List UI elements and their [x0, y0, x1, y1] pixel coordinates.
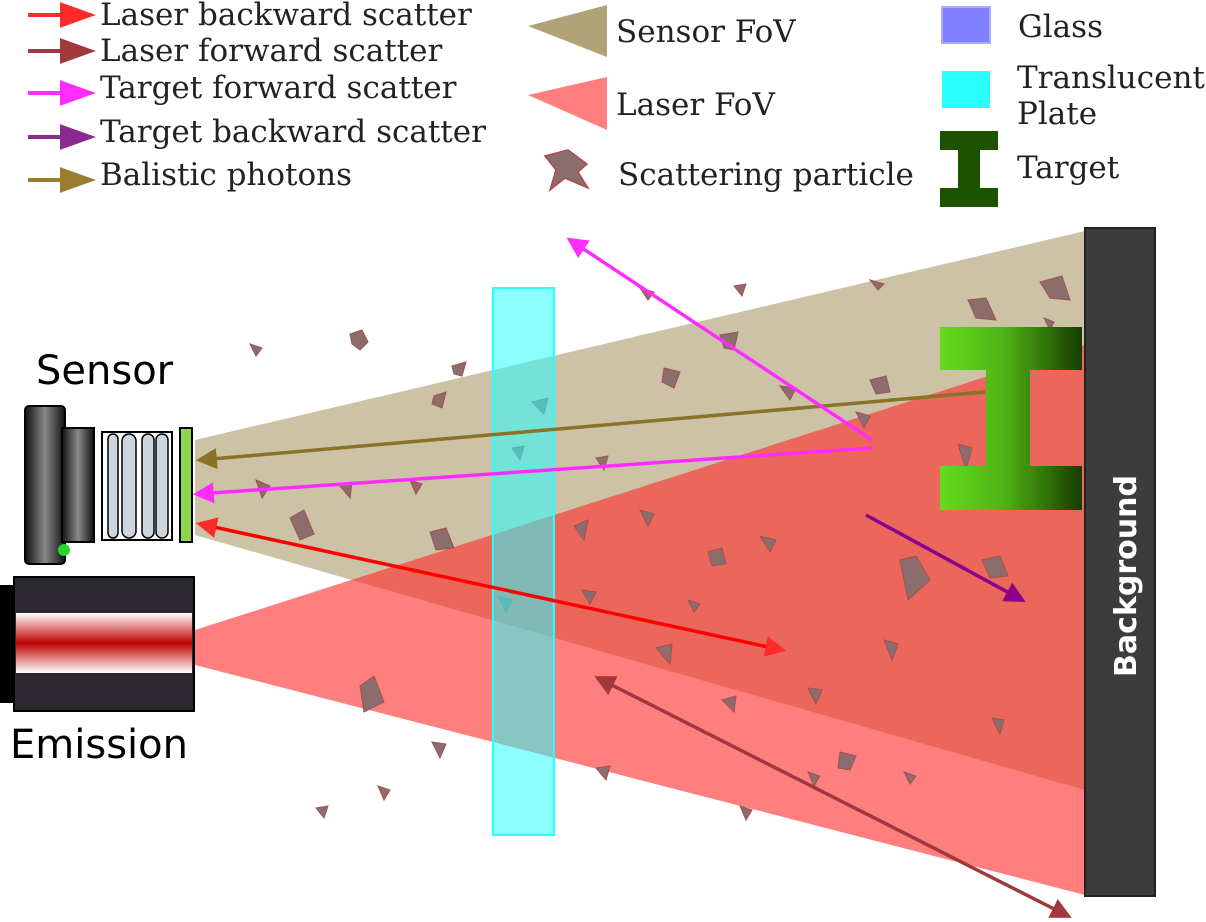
- particle: [595, 765, 611, 782]
- legend-ray-balistic: Balistic photons: [28, 157, 352, 193]
- legend-ray-target-forward: Target forward scatter: [28, 70, 457, 106]
- legend-laser-fov: Laser FoV: [528, 77, 775, 130]
- laser-backward-scatter-ray: [195, 517, 787, 657]
- target-forward-scatter-ray-up: [566, 237, 873, 442]
- legend-label: Target: [1017, 150, 1120, 186]
- legend-label: Target backward scatter: [100, 114, 486, 150]
- wedge-icon: [528, 5, 607, 57]
- particle: [967, 297, 997, 321]
- particle: [981, 555, 1009, 579]
- particle-icon: [543, 149, 590, 193]
- legend-scattering-particle: Scattering particle: [543, 149, 914, 193]
- legend-glass: Glass: [941, 6, 1103, 45]
- rays: [192, 237, 1072, 918]
- arrow-icon: [28, 124, 96, 150]
- legend-target: Target: [940, 131, 1120, 207]
- wedge-icon: [528, 77, 607, 130]
- arrow-icon: [28, 80, 96, 106]
- particle: [409, 479, 423, 496]
- particle: [899, 555, 931, 601]
- legend-label: Laser backward scatter: [100, 0, 472, 33]
- emission-label: Emission: [10, 722, 188, 768]
- legend-label: Scattering particle: [618, 157, 914, 193]
- particle: [359, 675, 385, 713]
- particle: [1039, 275, 1071, 301]
- particle: [957, 443, 973, 472]
- particle: [315, 805, 329, 820]
- background-label: Background: [1109, 475, 1144, 677]
- emission-laser: [0, 576, 195, 712]
- background-wall: Background: [1084, 227, 1156, 897]
- particle: [431, 741, 447, 760]
- legend-ray-target-backward: Target backward scatter: [28, 114, 486, 150]
- particle: [883, 639, 899, 662]
- arrow-icon: [28, 167, 96, 193]
- legend-translucent-plate: Translucent Plate: [942, 60, 1205, 132]
- particle: [377, 785, 391, 802]
- target-forward-scatter-ray: [192, 446, 873, 504]
- legend-sensor-fov: Sensor FoV: [528, 5, 796, 57]
- target-icon: [940, 131, 998, 207]
- particle: [349, 329, 369, 351]
- particle: [778, 385, 797, 401]
- legend-label: Laser forward scatter: [100, 33, 442, 69]
- target: [940, 327, 1082, 510]
- legend-label: Glass: [1018, 9, 1103, 45]
- plate-swatch: [942, 71, 990, 108]
- legend-label: Target forward scatter: [100, 70, 457, 106]
- particle: [249, 343, 263, 357]
- particle: [661, 367, 681, 389]
- particle: [869, 375, 891, 395]
- legend: Laser backward scatter Laser forward sca…: [28, 0, 1205, 207]
- legend-label-line-2: Plate: [1017, 96, 1097, 132]
- particle: [451, 361, 467, 377]
- laser-forward-scatter-ray: [594, 676, 1072, 918]
- balistic-photon-ray: [195, 390, 986, 470]
- arrow-icon: [28, 2, 96, 28]
- particle: [431, 391, 447, 409]
- legend-ray-laser-forward: Laser forward scatter: [28, 33, 442, 69]
- legend-label: Sensor FoV: [616, 14, 796, 50]
- legend-label: Laser FoV: [616, 87, 775, 123]
- scene: Background Sensor: [0, 227, 1156, 918]
- target-backward-scatter-ray: [865, 513, 1026, 603]
- legend-label: Balistic photons: [100, 157, 352, 193]
- translucent-plate: [492, 287, 555, 836]
- particle: [855, 411, 871, 430]
- sensor-label: Sensor: [36, 348, 174, 394]
- glass-swatch: [941, 6, 991, 44]
- legend-label-line-1: Translucent: [1017, 60, 1205, 96]
- particle: [733, 283, 747, 298]
- legend-ray-laser-backward: Laser backward scatter: [28, 0, 472, 33]
- sensor-camera: [24, 405, 193, 565]
- arrow-icon: [28, 38, 96, 64]
- particle: [868, 279, 885, 291]
